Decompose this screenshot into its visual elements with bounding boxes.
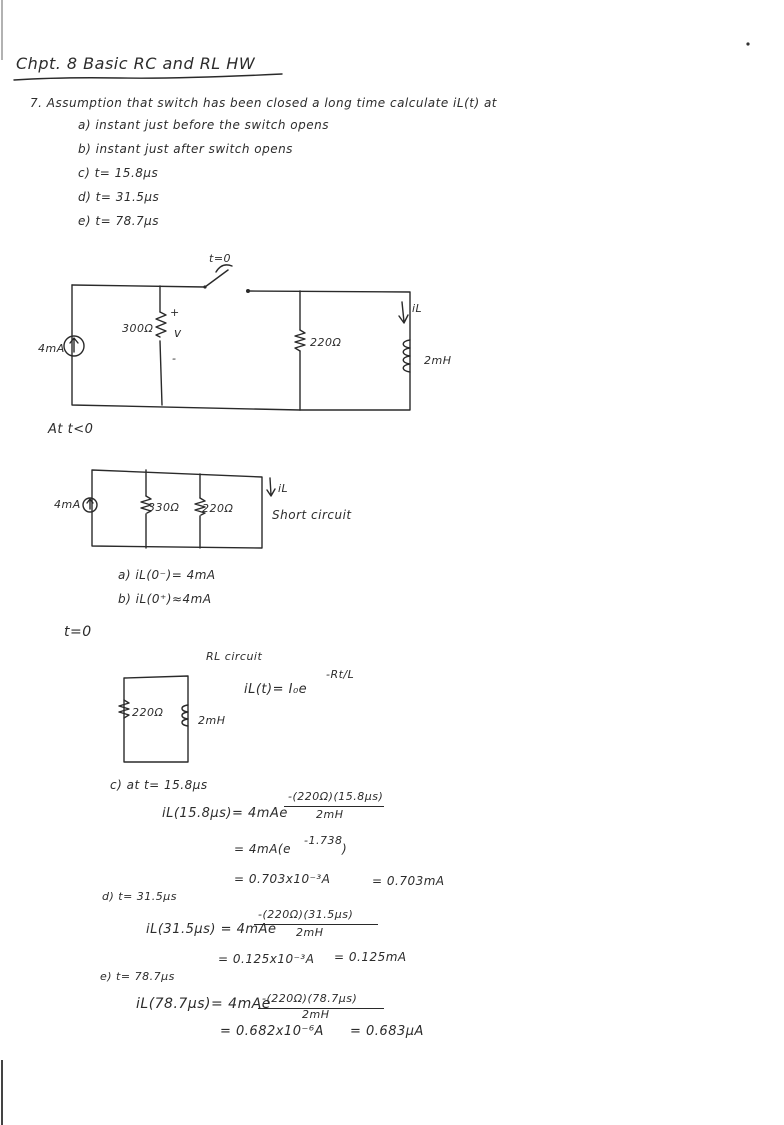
short-circuit-note: Short circuit: [272, 508, 352, 522]
section-t-equals-0: t=0: [64, 624, 92, 640]
part-c-line2: = 4mA(e: [234, 842, 291, 856]
source-label: 4mA: [38, 342, 65, 355]
part-d-fraction-bar: [254, 924, 378, 925]
part-d-heading: d) t= 31.5μs: [102, 890, 178, 903]
part-e-result: = 0.683μA: [350, 1024, 424, 1039]
source-label-2: 4mA: [54, 498, 81, 511]
part-b-text: b) instant just after switch opens: [78, 142, 293, 156]
part-c-exp-num: -(220Ω)(15.8μs): [288, 790, 384, 803]
part-c-result: = 0.703mA: [372, 874, 445, 888]
rl-r-label: 220Ω: [132, 706, 164, 719]
part-d-exp-num: -(220Ω)(31.5μs): [258, 908, 354, 921]
part-e-exp-num: -(220Ω)(78.7μs): [262, 992, 358, 1005]
switch-label: t=0: [209, 252, 232, 265]
part-c-text: c) t= 15.8μs: [78, 166, 159, 180]
inductor-label: 2mH: [424, 354, 452, 367]
section-t-less-0: At t<0: [48, 422, 94, 437]
answer-b: b) iL(0⁺)≈4mA: [118, 592, 212, 606]
part-e-line1: iL(78.7μs)= 4mAe: [136, 996, 271, 1012]
part-d-text: d) t= 31.5μs: [78, 190, 160, 204]
r2-label: 220Ω: [310, 336, 342, 349]
part-a-text: a) instant just before the switch opens: [78, 118, 329, 132]
rl-inductor-label: 2mH: [198, 714, 226, 727]
part-d-line2: = 0.125x10⁻³A: [218, 952, 315, 966]
current-label: iL: [412, 302, 423, 315]
part-e-exp-den: 2mH: [302, 1008, 330, 1021]
part-d-exp-den: 2mH: [296, 926, 324, 939]
part-c-heading: c) at t= 15.8μs: [110, 778, 208, 792]
rl-formula: iL(t)= I₀e: [244, 682, 308, 697]
part-d-line1: iL(31.5μs) = 4mAe: [146, 922, 277, 937]
r1-label-2: 330Ω: [148, 501, 180, 514]
plus-label: +: [170, 306, 180, 319]
problem-statement: 7. Assumption that switch has been close…: [30, 96, 498, 110]
part-c-line2-end: ): [342, 842, 348, 856]
minus-label: -: [172, 352, 177, 365]
part-d-result: = 0.125mA: [334, 950, 407, 964]
part-c-exp-den: 2mH: [316, 808, 344, 821]
part-c-line1: iL(15.8μs)= 4mAe: [162, 806, 288, 821]
part-e-fraction-bar: [258, 1008, 384, 1009]
part-c-line3: = 0.703x10⁻³A: [234, 872, 331, 886]
r1-label: 300Ω: [122, 322, 154, 335]
part-e-line2: = 0.682x10⁻⁶A: [220, 1024, 324, 1039]
part-c-line2-exp: -1.738: [304, 834, 343, 847]
part-e-heading: e) t= 78.7μs: [100, 970, 175, 983]
current-label-2: iL: [278, 482, 289, 495]
rl-circuit-title: RL circuit: [206, 650, 263, 663]
page-title: Chpt. 8 Basic RC and RL HW: [16, 54, 256, 73]
voltage-label: v: [174, 326, 182, 340]
part-c-fraction-bar: [284, 806, 384, 807]
part-e-text: e) t= 78.7μs: [78, 214, 160, 228]
rl-formula-exp: -Rt/L: [326, 668, 355, 681]
answer-a: a) iL(0⁻)= 4mA: [118, 568, 216, 582]
r2-label-2: 220Ω: [202, 502, 234, 515]
